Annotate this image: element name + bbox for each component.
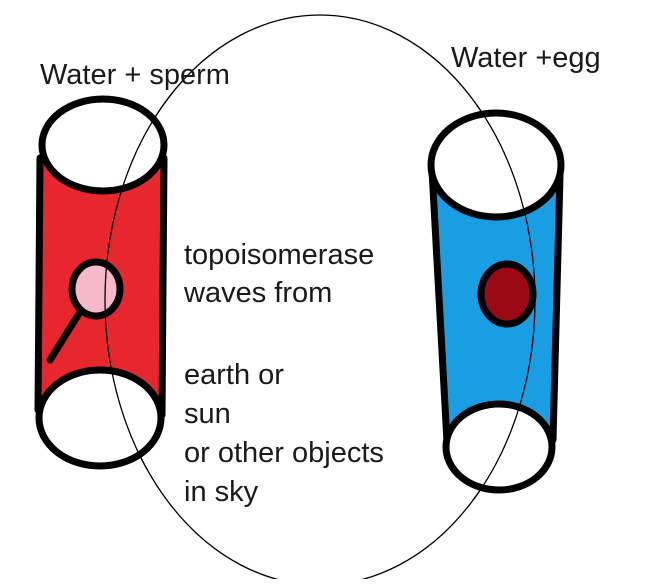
- wave-ellipse-over-right-tube: [472, 105, 536, 500]
- annotation-line-3: earth or: [184, 359, 284, 391]
- right-tube-bottom-opening: [442, 400, 556, 494]
- annotation-line-5: or other objects: [184, 437, 384, 469]
- sperm-cell: [68, 258, 124, 320]
- annotation-line-6: in sky: [184, 476, 259, 508]
- right-tube-top-opening: [427, 109, 565, 221]
- left-tube-top-opening: [38, 95, 168, 195]
- annotation-line-1: topoisomerase: [184, 239, 374, 271]
- annotation-text-block: topoisomerase waves from earth or sun or…: [183, 239, 384, 508]
- sperm-tail: [46, 308, 84, 364]
- left-tube-bottom-opening: [35, 366, 165, 470]
- right-tube-label: Water +egg: [451, 42, 601, 74]
- egg-cell: [477, 260, 537, 328]
- left-tube-label: Water + sperm: [40, 59, 230, 91]
- left-tube: [34, 95, 168, 470]
- annotation-line-4: sun: [184, 398, 231, 430]
- right-tube: [427, 109, 565, 494]
- annotation-line-2: waves from: [183, 277, 332, 309]
- wave-ellipse-over-left-tube: [104, 90, 175, 470]
